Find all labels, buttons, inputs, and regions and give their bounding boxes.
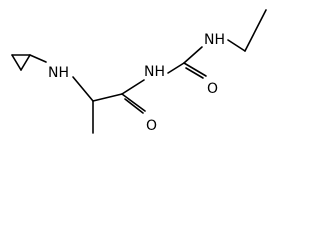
atom-o-lower: O bbox=[146, 118, 157, 134]
bond-urea-ethyl-nh bbox=[183, 46, 203, 64]
bond-nh-ethyl-ch2 bbox=[227, 39, 246, 52]
bond-alpha-carbonyl bbox=[92, 93, 123, 102]
bond-nh-urea-carbon bbox=[167, 62, 185, 74]
atom-o-upper: O bbox=[207, 81, 218, 97]
ring-bond-right bbox=[20, 54, 31, 71]
bond-ethyl-ch2-ch3 bbox=[244, 9, 267, 52]
atom-nh-ethyl: NH bbox=[204, 32, 225, 48]
amide-carbonyl-double-bond bbox=[121, 93, 146, 114]
molecule-structure: NH O NH O NH bbox=[11, 9, 267, 134]
bond-carbonyl-nh bbox=[121, 79, 145, 95]
ring-bond-left bbox=[11, 54, 22, 71]
atom-nh-inner: NH bbox=[144, 64, 165, 80]
cyclopropyl-ring bbox=[11, 54, 31, 71]
bond-ring-nh bbox=[29, 54, 47, 63]
bond-nh-alpha bbox=[72, 76, 94, 102]
atom-nh-amine: NH bbox=[48, 65, 69, 81]
urea-carbonyl-double-bond bbox=[183, 62, 207, 79]
